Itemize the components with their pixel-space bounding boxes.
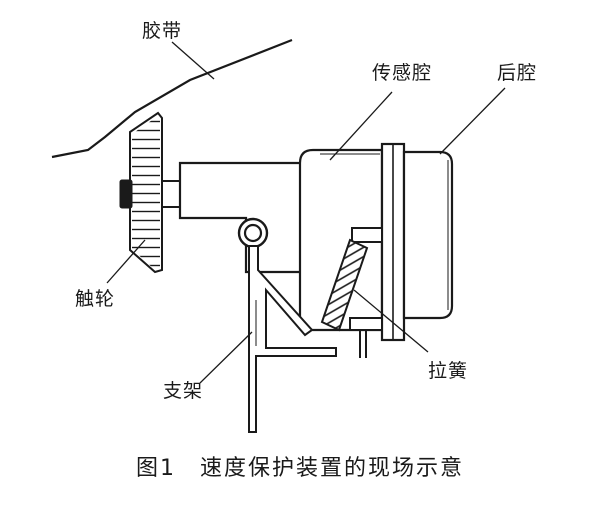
rear-cavity-label: 后腔 [497,62,538,84]
tension-spring-label: 拉簧 [428,360,469,382]
touch-wheel-leader [106,239,146,284]
touch-wheel [119,111,163,274]
belt-leader [171,41,215,80]
wheel-axle [161,180,181,208]
touch-wheel-label: 触轮 [75,288,116,310]
rear-cavity [402,150,454,320]
belt-label: 胶带 [142,20,183,42]
tension-spring [320,227,383,358]
bracket-leader [199,331,253,384]
bracket-label: 支架 [163,380,204,402]
wheel-hub [119,179,133,209]
sensor-neck [178,161,307,274]
pivot-ring [237,217,269,249]
figure-caption: 图1 速度保护装置的现场示意 [136,456,464,481]
spring-leader [353,289,429,353]
sensor-cavity-label: 传感腔 [372,62,433,84]
rear-cavity-leader [439,87,506,155]
bracket [248,245,337,433]
belt-line [51,38,293,159]
sensor-cavity-leader [329,91,393,161]
